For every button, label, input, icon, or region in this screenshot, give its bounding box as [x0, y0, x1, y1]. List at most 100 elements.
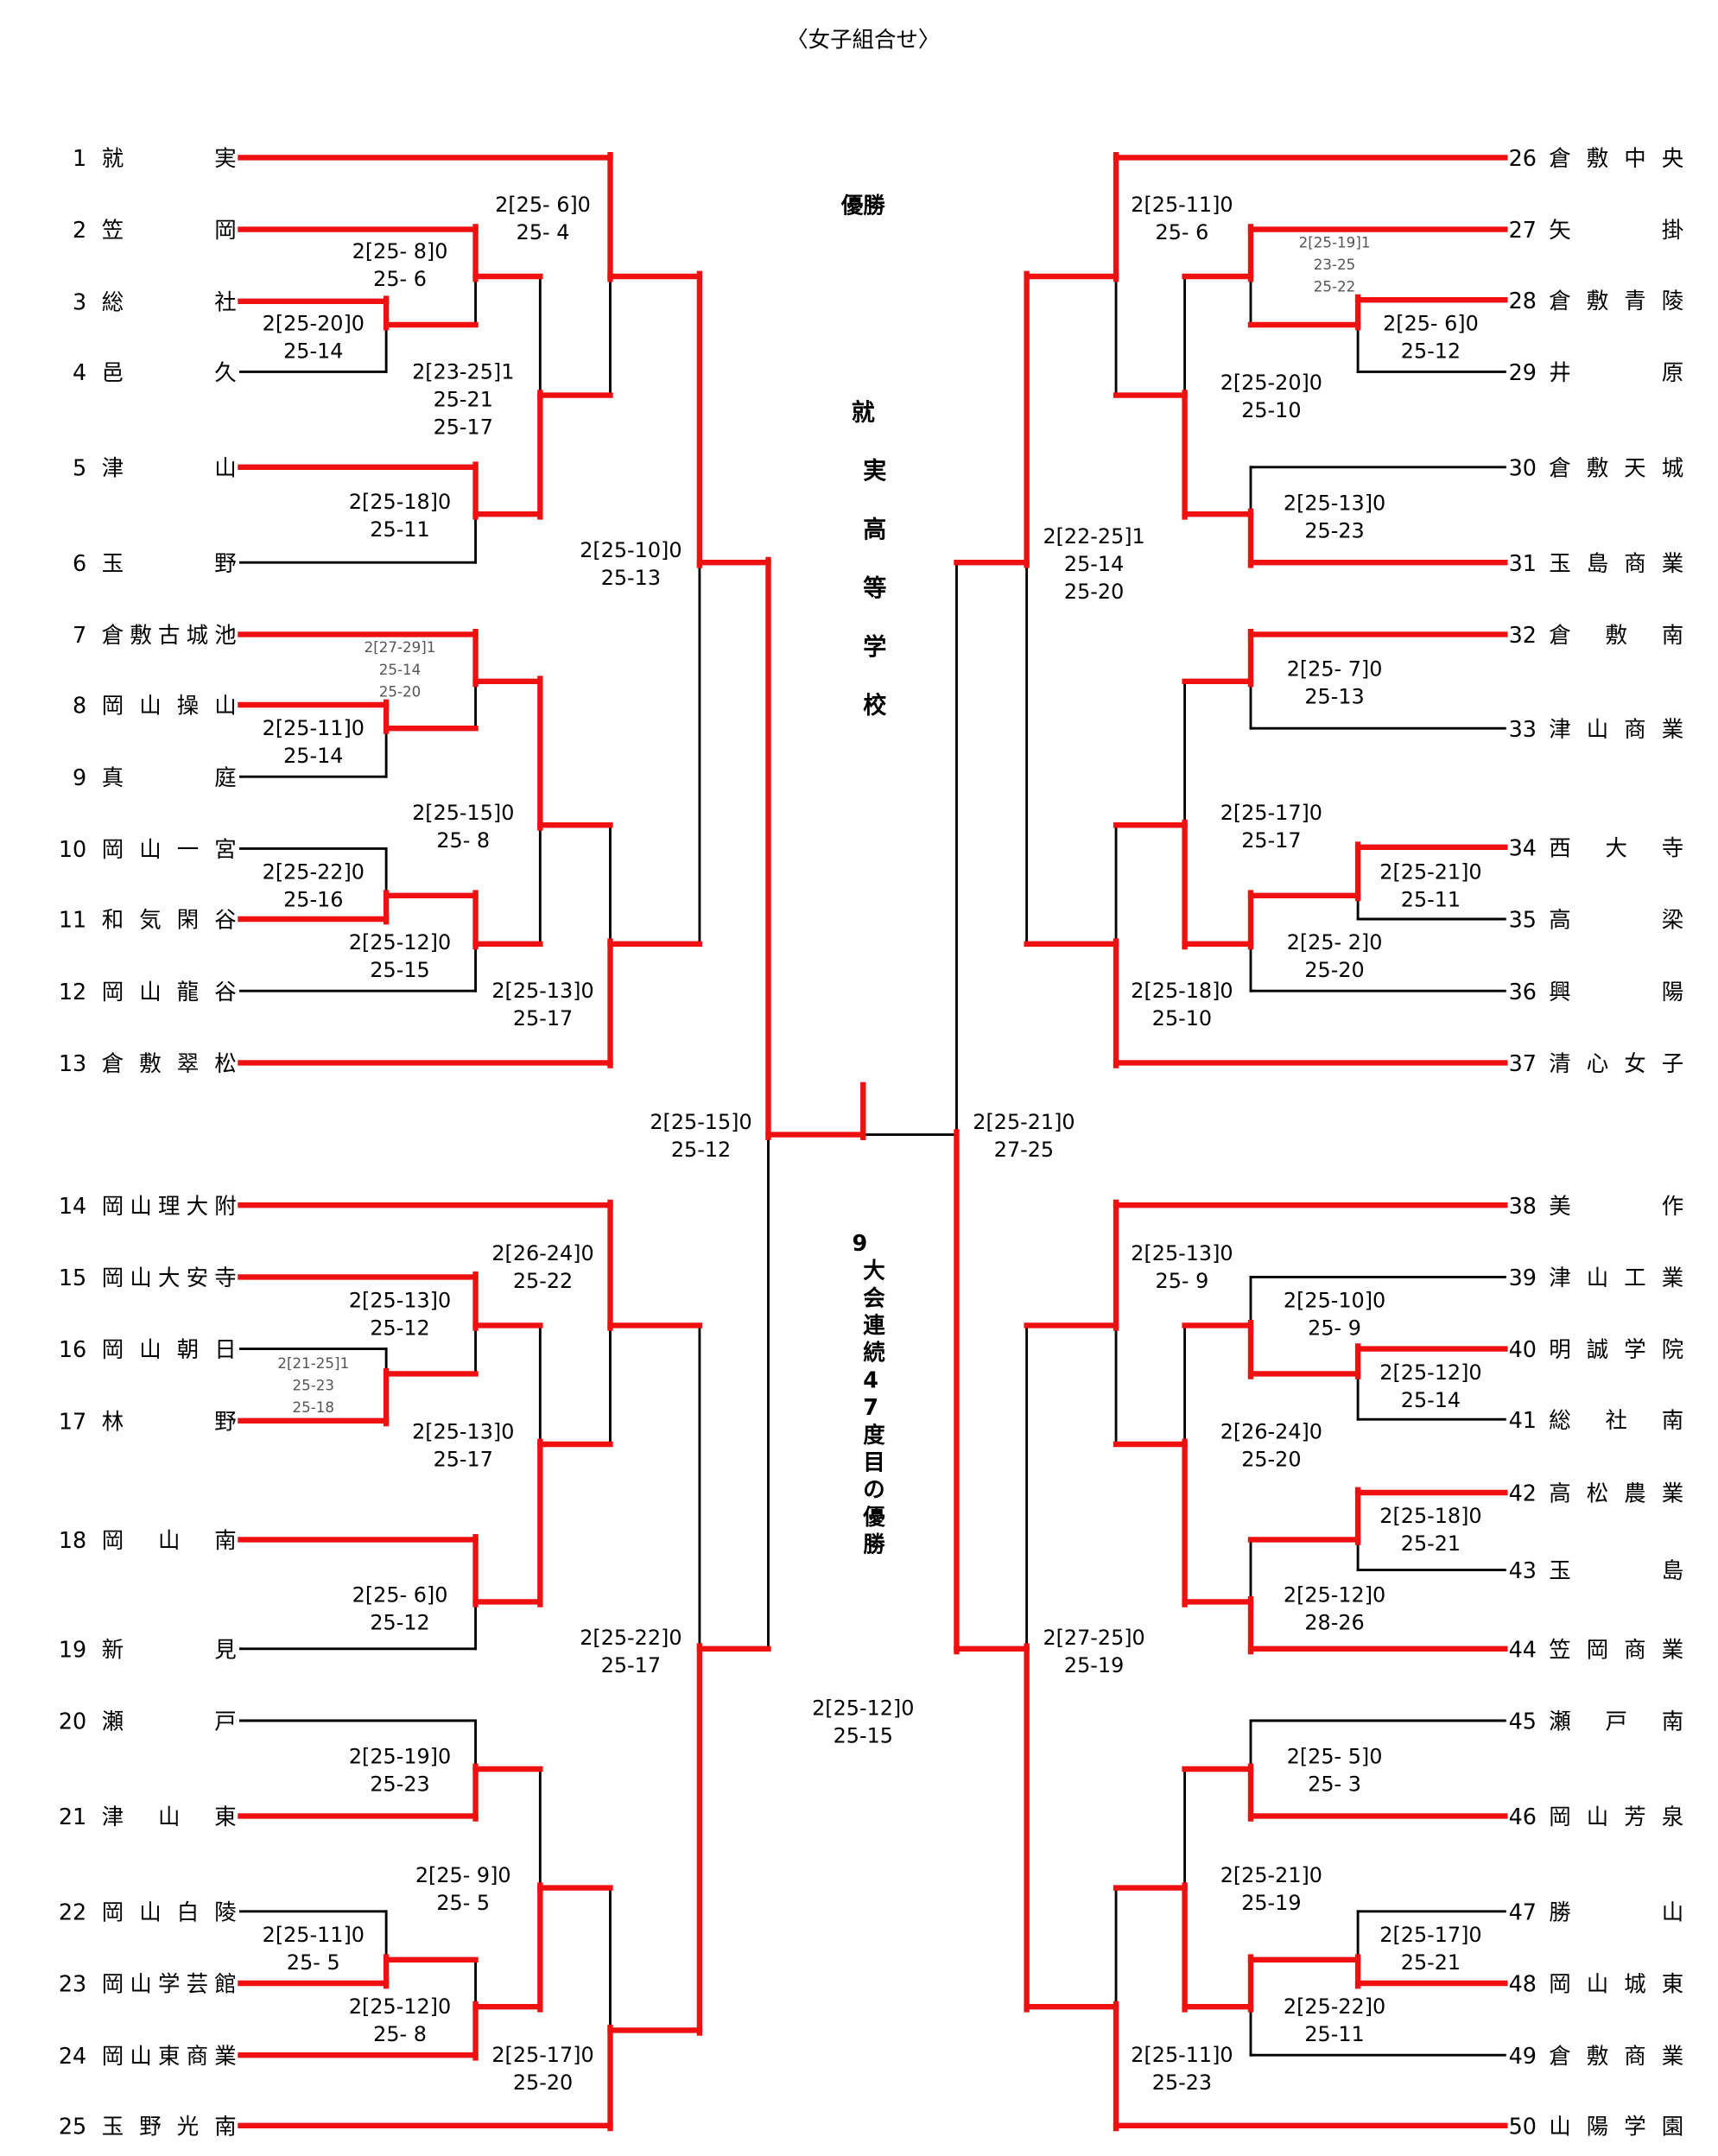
score-set-line: 25-17 — [434, 415, 493, 439]
match-score: 2[25-19]025-23 — [349, 1745, 451, 1797]
score-set-line: 25-14 — [283, 744, 343, 768]
match-score: 2[25-17]025-17 — [1220, 801, 1322, 853]
team-name: 津山東 — [102, 1804, 237, 1830]
match-score: 2[25-12]025-15 — [812, 1696, 914, 1748]
team-seed-number: 10 — [59, 837, 86, 863]
team-seed-number: 1 — [73, 146, 86, 172]
team-seed-number: 28 — [1509, 289, 1537, 314]
team-seed-number: 4 — [73, 360, 86, 386]
team-name: 和気閑谷 — [102, 908, 237, 934]
team-name: 瀬戸南 — [1549, 1709, 1683, 1735]
team-seed-number: 31 — [1509, 551, 1537, 577]
score-sets-line: 2[25-13]0 — [1284, 491, 1385, 515]
team-name: 瀬戸 — [102, 1709, 237, 1735]
team-name: 岡山大安寺 — [102, 1265, 237, 1291]
score-set-line: 25-13 — [1304, 684, 1364, 708]
team-seed-number: 7 — [73, 623, 86, 649]
team-seed-number: 26 — [1509, 146, 1537, 172]
match-score: 2[25-22]025-11 — [1284, 1994, 1385, 2046]
match-score: 2[25-18]025-11 — [349, 490, 451, 542]
score-sets-line: 2[25-11]0 — [1131, 2043, 1233, 2067]
score-sets-line: 2[25-19]1 — [1299, 233, 1371, 250]
match-score: 2[25-21]025-19 — [1220, 1863, 1322, 1915]
match-score: 2[25- 9]025- 5 — [415, 1863, 511, 1915]
team-seed-number: 41 — [1509, 1408, 1537, 1434]
team-name: 津山 — [102, 455, 237, 481]
team-name: 岡山操山 — [102, 694, 237, 720]
match-score: 2[25-13]025- 9 — [1131, 1241, 1233, 1293]
team-seed-number: 3 — [73, 289, 86, 315]
score-sets-line: 2[25- 6]0 — [495, 193, 591, 217]
team-name: 山陽学園 — [1549, 2114, 1683, 2140]
score-set-line: 25-14 — [379, 661, 422, 678]
team-name: 倉敷南 — [1549, 623, 1683, 649]
score-sets-line: 2[25-21]0 — [1220, 1863, 1322, 1887]
match-score: 2[25- 6]025- 4 — [495, 193, 591, 244]
team-name: 高松農業 — [1549, 1481, 1683, 1507]
score-sets-line: 2[25-21]0 — [973, 1110, 1075, 1134]
match-score: 2[25-21]0 27-25 — [973, 1110, 1075, 1162]
match-score: 2[25-13]025-17 — [491, 979, 593, 1030]
team-seed-number: 13 — [59, 1051, 86, 1077]
team-seed-number: 35 — [1509, 908, 1537, 934]
score-set-line: 25-17 — [1241, 828, 1301, 853]
match-score: 2[25-21]025-11 — [1379, 860, 1481, 912]
team-name: 倉敷商業 — [1549, 2044, 1683, 2070]
score-sets-line: 2[25-21]0 — [1379, 860, 1481, 885]
score-sets-line: 2[25- 2]0 — [1287, 930, 1383, 954]
match-score: 2[25-13]025-23 — [1284, 491, 1385, 542]
team-name: 井原 — [1549, 360, 1683, 386]
team-entry: 49 倉敷商業 — [1509, 2044, 1684, 2070]
score-set-line: 25-18 — [293, 1398, 335, 1416]
team-name: 玉島商業 — [1549, 551, 1683, 577]
score-sets-line: 2[25-12]0 — [1284, 1582, 1385, 1607]
score-set-line: 25- 6 — [373, 267, 427, 291]
team-seed-number: 16 — [59, 1337, 86, 1363]
score-sets-line: 2[25-15]0 — [412, 801, 514, 825]
team-name: 林野 — [102, 1409, 237, 1435]
score-sets-line: 2[25-12]0 — [349, 930, 451, 954]
team-seed-number: 18 — [59, 1528, 86, 1554]
score-sets-line: 2[25-22]0 — [580, 1626, 681, 1650]
match-score: 2[25-20]025-10 — [1220, 371, 1322, 422]
score-set-line: 25-15 — [370, 958, 429, 982]
team-name: 倉敷青陵 — [1549, 289, 1683, 314]
team-name: 岡山学芸館 — [102, 1972, 237, 1998]
score-sets-line: 2[25-17]0 — [491, 2043, 593, 2067]
team-name: 就実 — [102, 146, 237, 172]
match-score: 2[25- 5]025- 3 — [1287, 1745, 1383, 1797]
match-score: 2[25-12]025-14 — [1379, 1360, 1481, 1412]
score-set-line: 25-17 — [601, 1653, 661, 1677]
team-seed-number: 11 — [59, 908, 86, 934]
team-seed-number: 49 — [1509, 2044, 1537, 2070]
score-set-line: 25-20 — [1304, 958, 1364, 982]
champion-label: 優勝 — [840, 193, 885, 219]
score-set-line: 27-25 — [994, 1138, 1054, 1162]
score-set-line: 25-22 — [513, 1269, 573, 1293]
score-sets-line: 2[25- 7]0 — [1287, 656, 1383, 681]
team-name: 邑久 — [102, 360, 237, 386]
score-sets-line: 2[25- 9]0 — [415, 1863, 511, 1887]
score-set-line: 25-20 — [513, 2070, 573, 2095]
team-name: 玉島 — [1549, 1558, 1683, 1584]
match-score: 2[25-11]025-23 — [1131, 2043, 1233, 2095]
match-score: 2[25-22]0 25-17 — [580, 1626, 681, 1677]
team-name: 玉野光南 — [102, 2114, 237, 2140]
team-seed-number: 48 — [1509, 1972, 1537, 1998]
score-sets-line: 2[25-10]0 — [580, 538, 681, 562]
match-score: 2[25-17]025-21 — [1379, 1923, 1481, 1975]
team-name: 清心女子 — [1549, 1051, 1683, 1077]
score-set-line: 25-14 — [1401, 1388, 1461, 1412]
